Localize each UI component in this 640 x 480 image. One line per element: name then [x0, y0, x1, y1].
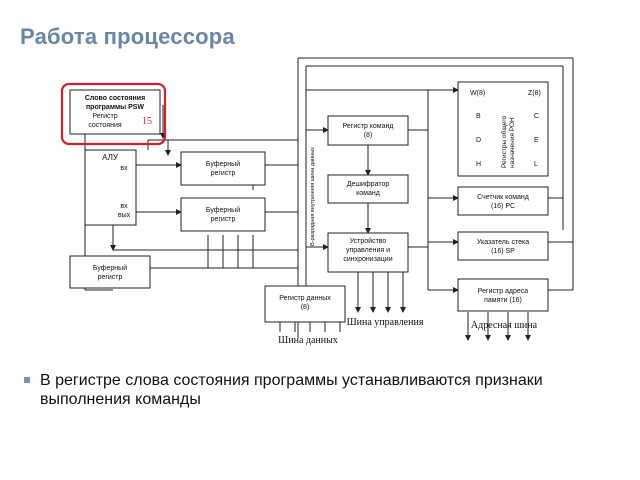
alu-block [84, 149, 137, 226]
processor-diagram: Слово состояния программы PSW Регистр со… [60, 57, 574, 346]
gpr-w: W(8) [470, 90, 485, 97]
buffer3-line1: Буферный [93, 264, 127, 272]
gpr-z: Z(8) [528, 90, 541, 97]
gpr-e: E [534, 137, 539, 144]
alu-in2: вх [120, 203, 128, 210]
bullet-item: В регистре слова состояния программы уст… [24, 371, 624, 409]
bullet-marker [24, 377, 30, 383]
bullet-text: В регистре слова состояния программы уст… [40, 372, 543, 408]
gpr-label-1: Регистры общего [500, 116, 508, 168]
psw-title-2: программы PSW [86, 104, 144, 111]
data-reg-line2: (8) [301, 304, 310, 311]
alu-in1: вх [120, 165, 128, 172]
mar-line2: памяти (16) [484, 297, 522, 304]
buffer2-line2: регистр [211, 216, 236, 223]
buffer-register-1 [180, 151, 266, 186]
buffer-register-3 [69, 255, 151, 289]
buffer1-line1: Буферный [206, 160, 240, 168]
alu-label: АЛУ [102, 153, 119, 162]
data-bus-label: Шина данных [278, 335, 338, 346]
pc-line2: (16) PC [491, 203, 515, 210]
control-line2: управления и [346, 247, 390, 254]
internal-bus-label: В-разрядная внутренняя шина данных [310, 147, 316, 246]
gpr-h: H [476, 161, 481, 168]
stack-pointer [457, 231, 549, 261]
mar-line1: Регистр адреса [478, 288, 529, 295]
psw-title-1: Слово состояния [85, 95, 145, 102]
sp-line2: (16) SP [491, 248, 515, 255]
command-decoder [327, 174, 409, 204]
gpr-d: D [476, 137, 481, 144]
alu-out: вых [118, 212, 131, 219]
control-unit [327, 232, 409, 273]
gpr-b: B [476, 113, 481, 120]
gpr-label-2: назначения РОН [509, 117, 516, 168]
control-bus-label: Шина управления [347, 317, 424, 328]
decoder-line2: команд [356, 190, 380, 197]
buffer2-line1: Буферный [206, 206, 240, 214]
pc-line1: Счетчик команд [477, 194, 529, 201]
psw-reg-1: Регистр [92, 113, 117, 120]
slide-title: Работа процессора [20, 24, 235, 49]
program-counter [457, 186, 549, 216]
psw-highlight [60, 82, 167, 146]
data-reg-line1: Регистр данных [279, 295, 331, 302]
gpr-l: L [534, 161, 538, 168]
decoder-line1: Дешифратор [347, 181, 390, 188]
psw-reg-2: состояния [88, 122, 122, 129]
buffer3-line2: регистр [98, 274, 123, 281]
general-registers [457, 81, 549, 177]
command-register [327, 115, 409, 146]
cmd-reg-line1: Регистр команд [343, 123, 394, 130]
buffer-register-2 [180, 197, 266, 232]
address-bus-label: Адресная шина [471, 320, 538, 331]
cmd-reg-line2: (8) [364, 132, 373, 139]
psw-bits: 15 [142, 116, 152, 127]
memory-address-register [457, 278, 549, 312]
control-line1: Устройство [350, 237, 387, 245]
buffer1-line2: регистр [211, 170, 236, 177]
data-register [264, 285, 346, 323]
gpr-c: C [534, 113, 539, 120]
psw-block [69, 89, 161, 135]
sp-line1: Указатель стека [477, 239, 529, 246]
control-line3: синхронизации [343, 256, 392, 263]
